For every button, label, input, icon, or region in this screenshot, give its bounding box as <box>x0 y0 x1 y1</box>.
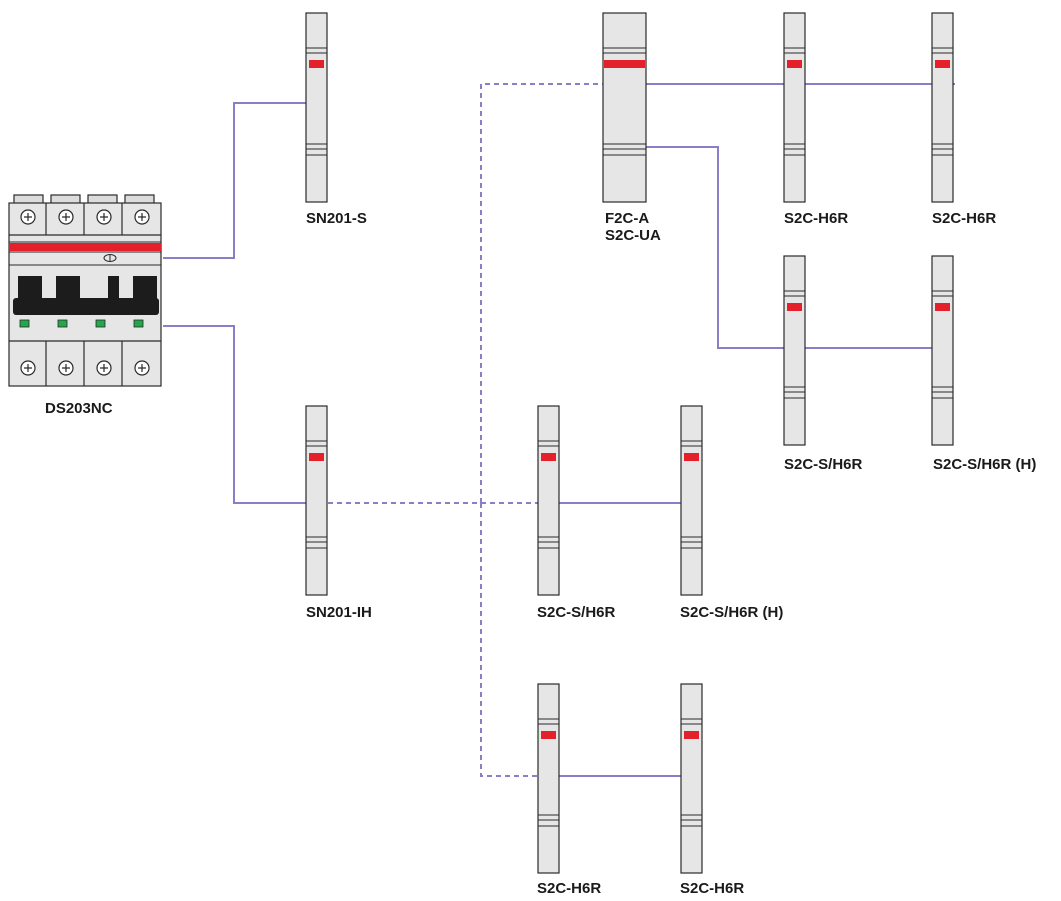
s2c-h6r-bottom2-label: S2C-H6R <box>680 880 745 897</box>
trip-indicator <box>935 303 950 311</box>
s2c-h6r-top1-module <box>783 12 806 203</box>
f2c-a-module <box>602 12 647 203</box>
trip-indicator <box>309 453 324 461</box>
s2c-s-h6r-h-mid-label: S2C-S/H6R (H) <box>680 604 784 621</box>
status-window-icons <box>19 319 144 328</box>
f2c-a-label: F2C-A S2C-UA <box>605 210 661 244</box>
wire-ds203nc-to-sn201-s <box>163 102 307 259</box>
f2c-a-label-line1: F2C-A <box>605 210 650 227</box>
trip-indicator <box>309 60 324 68</box>
s2c-s-h6r-right-label: S2C-S/H6R <box>784 456 863 473</box>
s2c-h6r-top1-label: S2C-H6R <box>784 210 849 227</box>
trip-indicator <box>604 60 645 68</box>
toggle-handles <box>13 276 159 315</box>
trip-indicator <box>684 453 699 461</box>
s2c-s-h6r-h-right-label: S2C-S/H6R (H) <box>933 456 1037 473</box>
wire-f2c-to-right-accessories <box>645 146 932 349</box>
s2c-h6r-bottom1-module <box>537 683 560 874</box>
trip-indicator <box>541 453 556 461</box>
trip-indicator <box>935 60 950 68</box>
f2c-a-label-line2: S2C-UA <box>605 227 661 244</box>
s2c-h6r-bottom1-label: S2C-H6R <box>537 880 602 897</box>
s2c-s-h6r-mid-module <box>537 405 560 596</box>
trip-indicator <box>787 60 802 68</box>
top-screw-icons <box>20 209 150 225</box>
dashed-wire-to-bottom <box>480 503 539 777</box>
s2c-h6r-top2-label: S2C-H6R <box>932 210 997 227</box>
sn201-s-label: SN201-S <box>306 210 367 227</box>
bottom-screw-icons <box>20 360 150 376</box>
ds203nc-label: DS203NC <box>45 400 113 417</box>
wire-ds203nc-to-sn201-ih <box>163 325 307 504</box>
sn201-ih-label: SN201-IH <box>306 604 372 621</box>
s2c-s-h6r-h-mid-module <box>680 405 703 596</box>
s2c-s-h6r-h-right-module <box>931 255 954 446</box>
trip-indicator <box>684 731 699 739</box>
s2c-h6r-top2-module <box>931 12 954 203</box>
s2c-s-h6r-right-module <box>783 255 806 446</box>
dashed-wire-to-f2c <box>480 83 604 503</box>
s2c-s-h6r-mid-label: S2C-S/H6R <box>537 604 616 621</box>
red-band <box>9 243 161 251</box>
trip-indicator <box>541 731 556 739</box>
ds203nc-breaker <box>8 194 162 387</box>
sn201-ih-module <box>305 405 328 596</box>
sn201-s-module <box>305 12 328 203</box>
s2c-h6r-bottom2-module <box>680 683 703 874</box>
trip-indicator <box>787 303 802 311</box>
